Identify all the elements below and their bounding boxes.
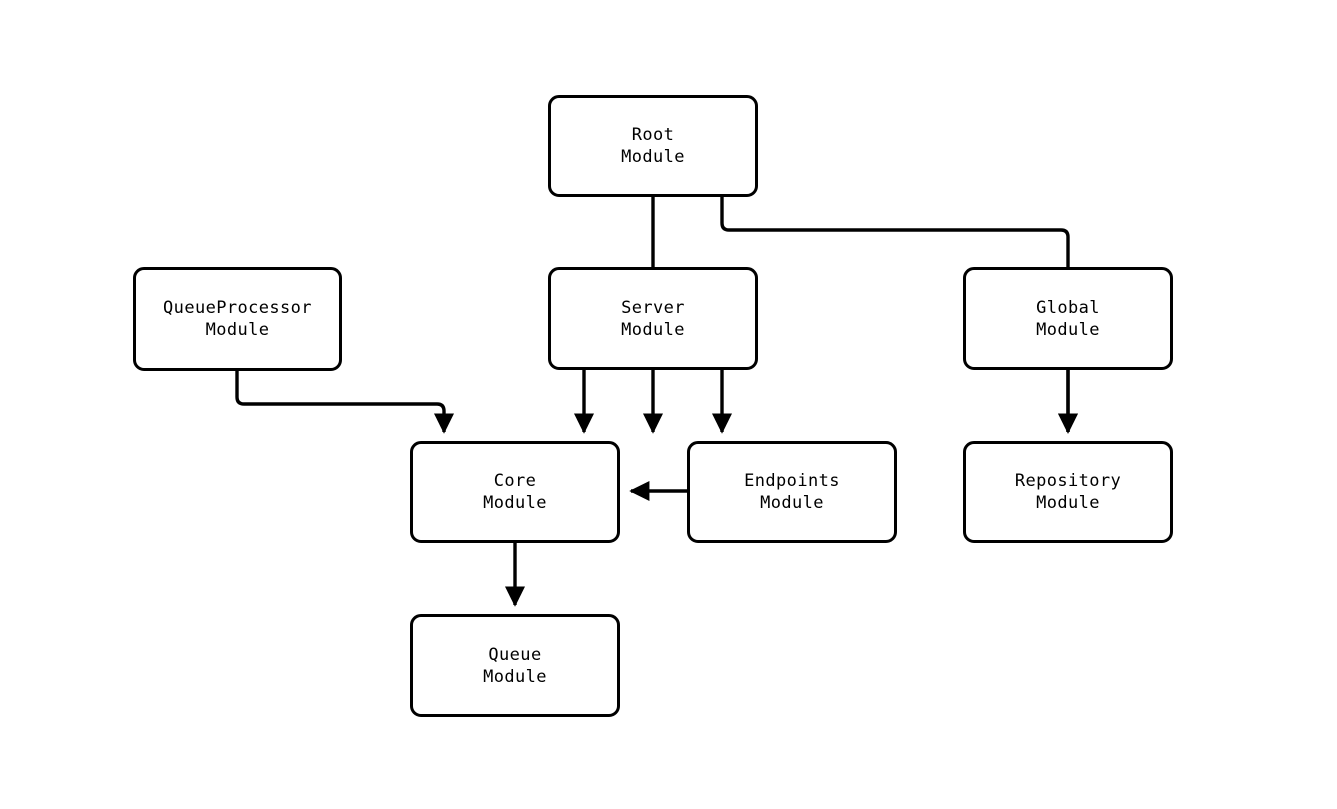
node-queue[interactable]: Queue Module	[410, 614, 620, 717]
edge-root-global	[720, 197, 1079, 434]
node-core[interactable]: Core Module	[410, 441, 620, 543]
node-endpoints[interactable]: Endpoints Module	[687, 441, 897, 543]
node-global-title: Global	[1036, 297, 1100, 318]
node-server[interactable]: Server Module	[548, 267, 758, 370]
node-global[interactable]: Global Module	[963, 267, 1173, 370]
node-global-subtitle: Module	[1036, 319, 1100, 340]
edge-queueprocessor-core	[235, 371, 455, 434]
node-endpoints-title: Endpoints	[744, 471, 840, 491]
node-queue-title: Queue	[488, 644, 542, 665]
node-queueprocessor-title: QueueProcessor	[163, 298, 312, 318]
node-server-title: Server	[621, 297, 685, 318]
node-queueprocessor-subtitle: Module	[205, 320, 270, 340]
node-repository-subtitle: Module	[1036, 493, 1100, 513]
node-repository[interactable]: Repository Module	[963, 441, 1173, 543]
node-root-subtitle: Module	[621, 147, 685, 167]
node-core-subtitle: Module	[483, 493, 547, 513]
node-root-title: Root	[631, 125, 675, 145]
node-server-subtitle: Module	[621, 319, 685, 340]
node-root[interactable]: Root Module	[548, 95, 758, 197]
node-queue-subtitle: Module	[483, 666, 547, 687]
node-endpoints-subtitle: Module	[760, 493, 824, 513]
node-queueprocessor[interactable]: QueueProcessor Module	[133, 267, 342, 371]
node-core-title: Core	[493, 471, 537, 491]
node-repository-title: Repository	[1014, 471, 1122, 491]
